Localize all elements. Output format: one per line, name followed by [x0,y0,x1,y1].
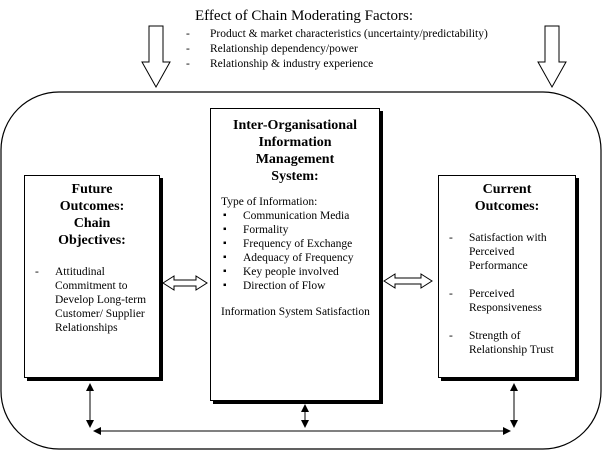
information-type-list: Communication Media Formality Frequency … [211,209,379,293]
future-outcomes-box: Future Outcomes: Chain Objectives: Attit… [24,175,160,378]
information-type-label: Type of Information: [221,196,318,208]
future-outcome-item: Attitudinal Commitment to Develop Long-t… [25,265,155,335]
information-type-item: Direction of Flow [211,279,379,293]
moderating-factors-title: Effect of Chain Moderating Factors: [195,8,413,24]
information-type-item: Key people involved [211,265,379,279]
information-system-box: Inter-Organisational Information Managem… [210,108,380,401]
current-outcome-item: Satisfaction with Perceived Performance [439,231,571,273]
future-outcomes-title: Future Outcomes: Chain Objectives: [58,182,126,248]
current-outcomes-list: Satisfaction with Perceived Performance … [439,231,575,357]
current-outcomes-box: Current Outcomes: Satisfaction with Perc… [438,175,576,378]
moderating-factor-item: Product & market characteristics (uncert… [186,27,488,42]
future-outcomes-list: Attitudinal Commitment to Develop Long-t… [25,265,159,335]
double-arrow-center-right [383,273,433,289]
moderating-arrow-right [537,25,567,89]
current-outcome-item: Strength of Relationship Trust [439,329,571,357]
information-type-item: Adequacy of Frequency [211,251,379,265]
current-outcomes-title: Current Outcomes: [474,182,540,214]
information-type-item: Frequency of Exchange [211,237,379,251]
current-outcome-item: Perceived Responsiveness [439,287,571,315]
moderating-factor-item: Relationship dependency/power [186,42,488,57]
information-system-title: Inter-Organisational Information Managem… [233,118,357,184]
enclosure-rounded-frame [0,91,602,450]
moderating-factors-list: Product & market characteristics (uncert… [186,27,488,72]
information-type-item: Communication Media [211,209,379,223]
double-arrow-left-center [162,275,208,291]
moderating-arrow-left [141,25,171,89]
moderating-factor-item: Relationship & industry experience [186,57,488,72]
information-type-item: Formality [211,223,379,237]
information-system-satisfaction: Information System Satisfaction [221,306,370,318]
